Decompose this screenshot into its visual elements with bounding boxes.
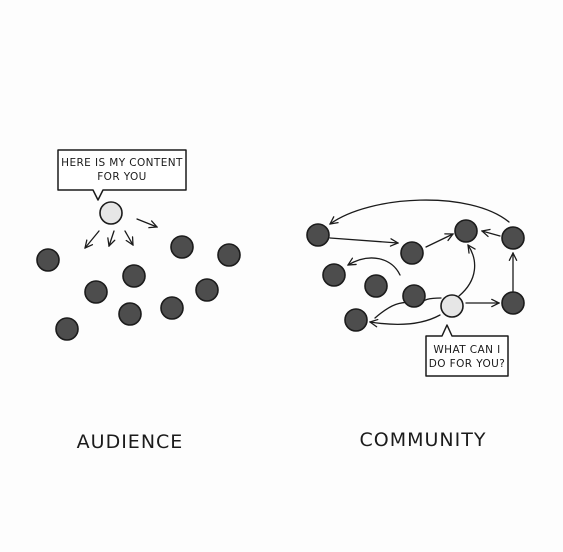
broadcast-arrow-4 xyxy=(136,218,157,227)
community-speech-bubble: WHAT CAN I DO FOR YOU? xyxy=(425,324,509,377)
community-node xyxy=(454,219,478,243)
audience-node xyxy=(195,278,219,302)
audience-broadcaster-node xyxy=(99,201,123,225)
audience-broadcast-arrows xyxy=(85,218,157,248)
community-arrow xyxy=(482,231,501,236)
community-node xyxy=(306,223,330,247)
audience-node xyxy=(84,280,108,304)
community-arrow xyxy=(370,314,441,324)
community-arrow xyxy=(425,234,453,248)
community-panel: WHAT CAN I DO FOR YOU? COMMUNITY xyxy=(306,199,525,451)
audience-node xyxy=(55,317,79,341)
community-node xyxy=(402,284,426,308)
community-node xyxy=(322,263,346,287)
community-arrow xyxy=(329,237,398,243)
broadcast-arrow-2 xyxy=(109,230,114,246)
community-node xyxy=(344,308,368,332)
community-caption: COMMUNITY xyxy=(360,429,487,451)
audience-bubble-line-1: HERE IS MY CONTENT xyxy=(61,157,183,169)
community-node xyxy=(400,241,424,265)
audience-panel: HERE IS MY CONTENT FOR YOU AUDIENCE xyxy=(36,149,241,453)
broadcast-arrow-3 xyxy=(124,230,133,245)
audience-bubble-line-2: FOR YOU xyxy=(97,171,147,183)
community-helper-node xyxy=(440,294,464,318)
audience-node xyxy=(170,235,194,259)
audience-speech-bubble: HERE IS MY CONTENT FOR YOU xyxy=(57,149,187,201)
audience-node xyxy=(122,264,146,288)
audience-caption: AUDIENCE xyxy=(77,431,184,453)
community-arrow-top-arc xyxy=(330,199,510,224)
audience-node xyxy=(118,302,142,326)
audience-node xyxy=(217,243,241,267)
broadcast-arrow-1 xyxy=(85,230,100,248)
community-bubble-line-2: DO FOR YOU? xyxy=(429,358,505,370)
community-bubble-line-1: WHAT CAN I xyxy=(433,344,500,356)
audience-node xyxy=(36,248,60,272)
community-arrow xyxy=(458,245,475,297)
community-connection-arrows xyxy=(329,199,513,324)
audience-nodes xyxy=(36,235,241,341)
community-node xyxy=(364,274,388,298)
community-arrow xyxy=(348,257,401,276)
community-nodes xyxy=(306,219,525,332)
audience-node xyxy=(160,296,184,320)
community-node xyxy=(501,291,525,315)
community-node xyxy=(501,226,525,250)
